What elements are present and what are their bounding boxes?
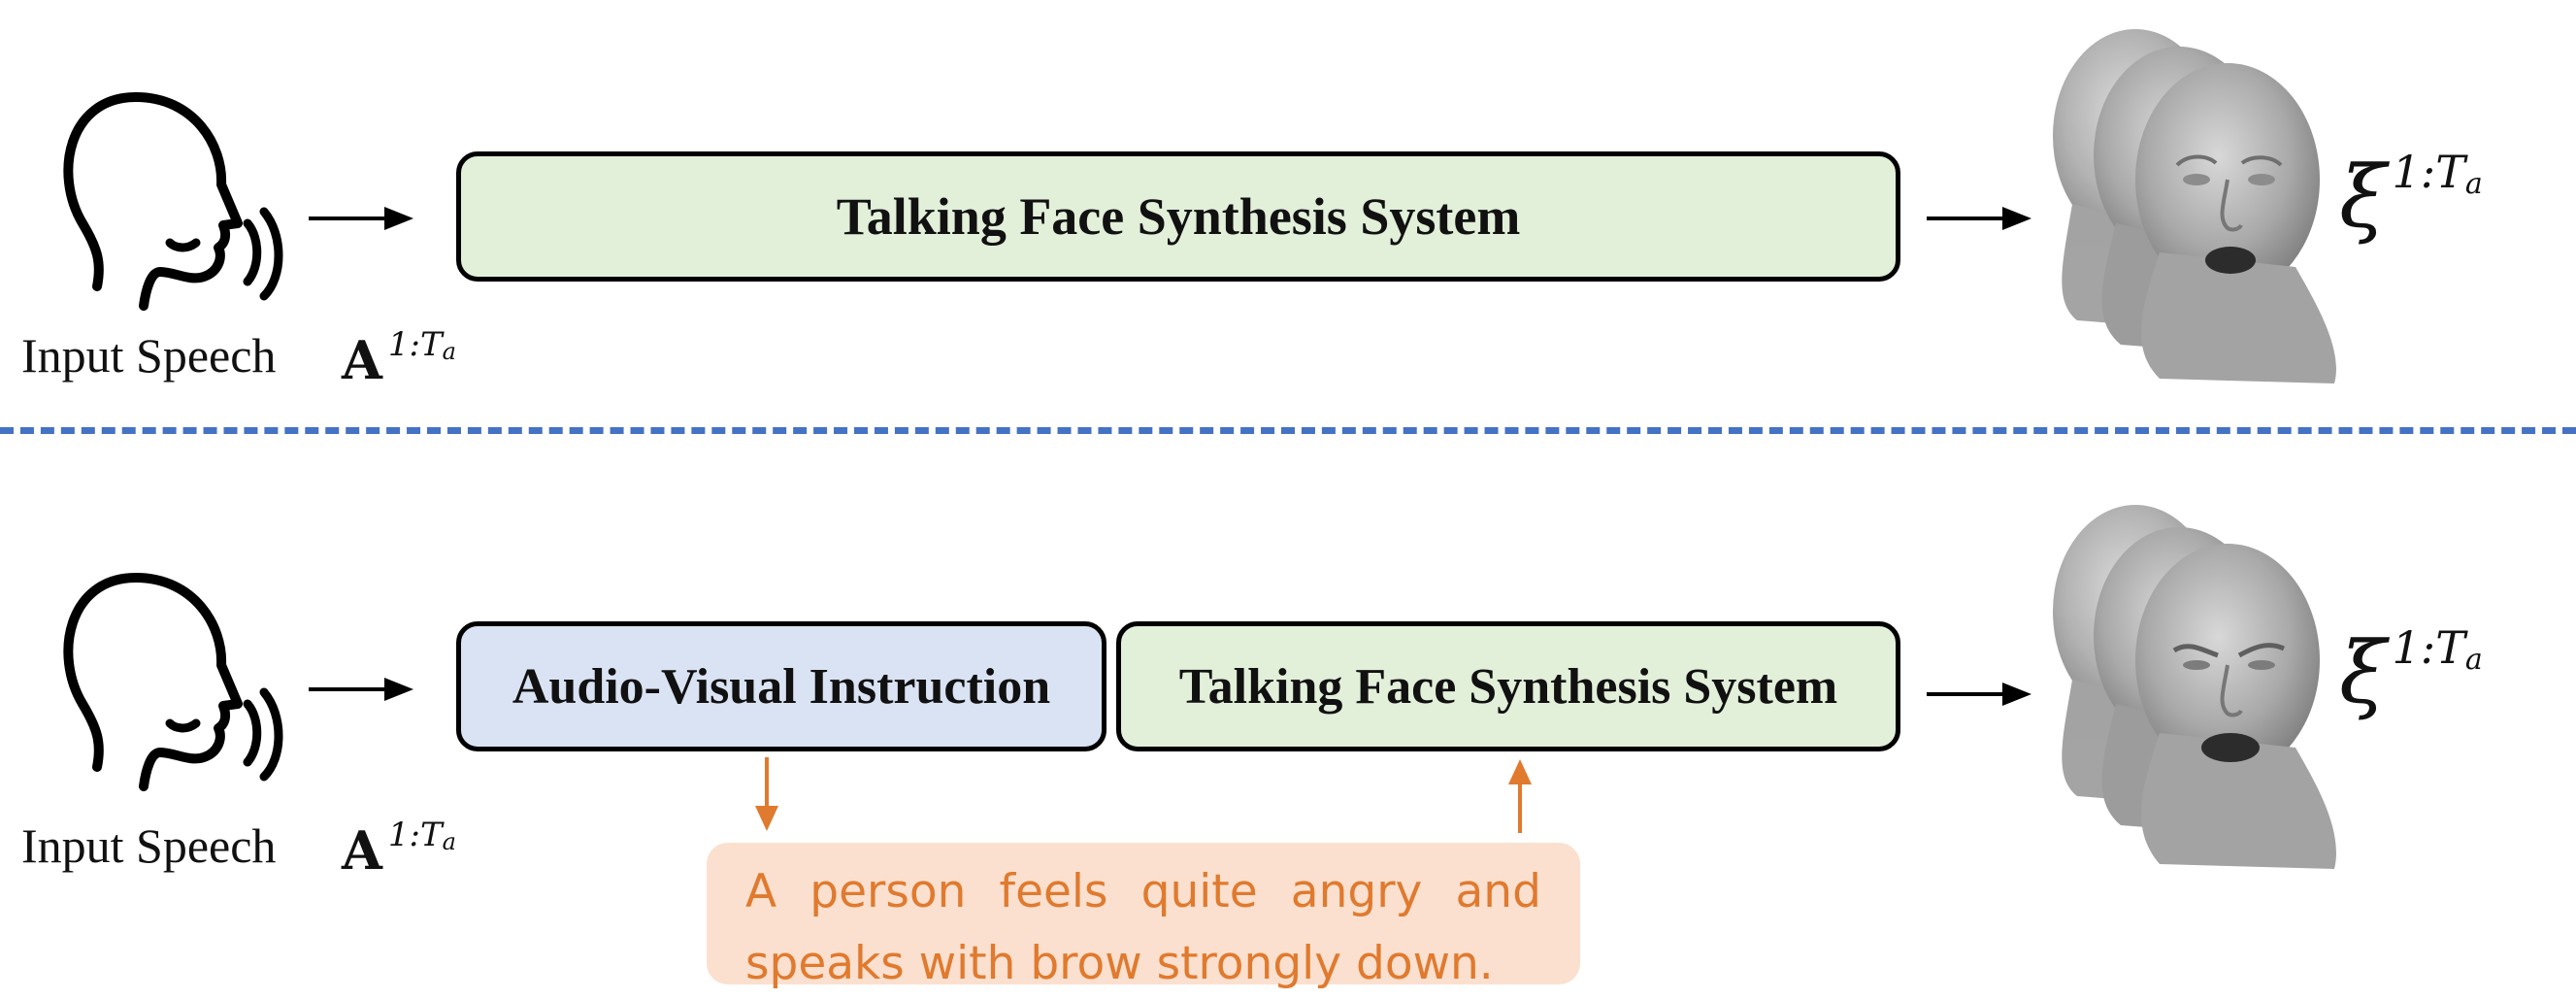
instruction-annotation: A person feels quite angry and speaks wi… bbox=[707, 843, 1580, 990]
input-speech-label: Input Speech bbox=[21, 818, 277, 873]
3d-face-stack-icon bbox=[2053, 29, 2336, 383]
section-divider bbox=[0, 427, 2576, 434]
instruction-label: Audio-Visual Instruction bbox=[512, 658, 1051, 715]
annotation-line-1: A person feels quite angry and bbox=[745, 865, 1541, 918]
3d-face-stack-icon bbox=[2053, 505, 2336, 869]
audio-visual-instruction-box: Audio-Visual Instruction bbox=[456, 621, 1106, 751]
system-label: Talking Face Synthesis System bbox=[1178, 658, 1838, 715]
arrow-system-to-output bbox=[1927, 683, 2031, 706]
speaking-head-icon bbox=[63, 573, 283, 791]
arrow-instruction-to-annotation bbox=[755, 757, 778, 831]
annotation-line-2: speaks with brow strongly down. bbox=[745, 937, 1494, 990]
talking-face-system-box: Talking Face Synthesis System bbox=[456, 151, 1900, 282]
arrow-annotation-to-system bbox=[1508, 759, 1532, 833]
speaking-head-icon bbox=[63, 92, 283, 311]
system-label: Talking Face Synthesis System bbox=[836, 187, 1521, 246]
input-speech-label: Input Speech bbox=[21, 328, 277, 383]
arrow-input-to-instruction bbox=[309, 678, 413, 701]
arrow-input-to-system bbox=[309, 207, 413, 230]
talking-face-system-box: Talking Face Synthesis System bbox=[1116, 621, 1900, 751]
arrow-system-to-output bbox=[1927, 207, 2031, 230]
